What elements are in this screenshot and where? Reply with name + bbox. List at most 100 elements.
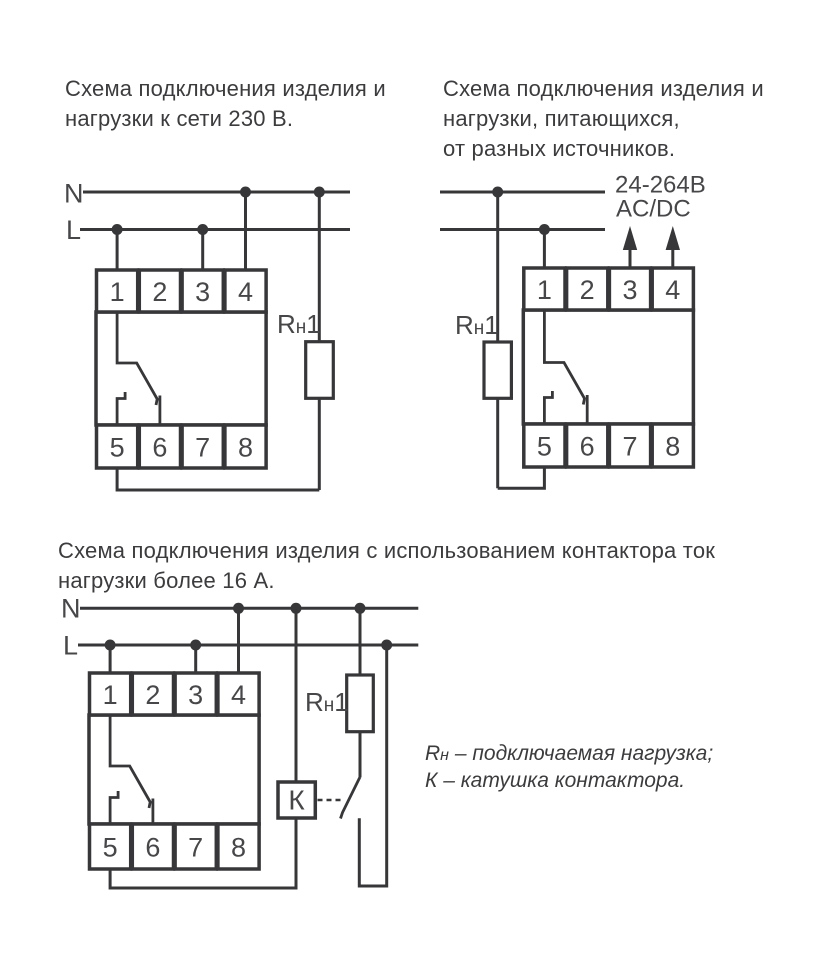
- d1-contact-t5-hook: [115, 392, 127, 425]
- junction-dot: [197, 224, 209, 235]
- diagram3-schematic: [78, 602, 419, 890]
- up-arrow-icon: [665, 226, 680, 250]
- diagram3-title-line1: Схема подключения изделия с использовани…: [58, 538, 716, 563]
- d3-relay-contact: [108, 715, 155, 824]
- d2-terminal-5-number: 5: [537, 432, 552, 462]
- legend-rn-rest: – подключаемая нагрузка;: [448, 742, 714, 765]
- d2-contact-t5-hook: [543, 391, 554, 424]
- d1-terminal-8: [223, 423, 268, 470]
- diagram1-labels: N L 1 2 3 4 5 6 7 8 Rн1: [64, 179, 321, 463]
- d3-terminal-8-number: 8: [231, 833, 246, 863]
- d3-contact-blade: [108, 715, 152, 809]
- d3-terminal-2-number: 2: [145, 680, 160, 710]
- diagram2-title: Схема подключения изделия и нагрузки, пи…: [443, 74, 764, 164]
- d2-terminal-8: [650, 422, 696, 469]
- d1-terminal-8-number: 8: [238, 433, 253, 463]
- d3-terminal-5: [87, 822, 133, 871]
- d3-phase-label: L: [63, 631, 78, 661]
- d2-terminal-6: [564, 422, 610, 469]
- d2-terminal-8-number: 8: [665, 432, 680, 462]
- d3-terminal-3-number: 3: [188, 680, 203, 710]
- d1-junctions: [111, 186, 325, 235]
- d3-terminal-1-number: 1: [103, 680, 118, 710]
- d3-wire-coil-return: [108, 818, 298, 890]
- d2-terminal-3-number: 3: [622, 275, 637, 305]
- d3-neutral-label: N: [61, 594, 81, 624]
- legend-rn-main: R: [425, 742, 441, 765]
- d2-supply-voltage-label: 24-264В: [615, 172, 706, 199]
- d3-contactor-coil-box: [276, 780, 318, 820]
- d1-terminal-7-number: 7: [195, 433, 210, 463]
- d3-contactor-coil-letter: К: [288, 785, 305, 816]
- d2-terminal-1-number: 1: [537, 275, 552, 305]
- junction-dot: [492, 186, 504, 198]
- d1-terminal-6-number: 6: [152, 433, 167, 463]
- d2-relay-contact: [543, 310, 589, 424]
- d1-terminal-6: [137, 423, 183, 470]
- d2-contact-blade: [543, 310, 586, 405]
- d3-terminal-5-number: 5: [103, 833, 118, 863]
- d2-terminal-4: [650, 266, 696, 312]
- d3-terminal-4: [216, 671, 261, 717]
- d1-terminal-3-number: 3: [195, 277, 210, 307]
- diagram3-title: Схема подключения изделия с использовани…: [58, 536, 715, 596]
- d1-terminal-5-number: 5: [110, 433, 125, 463]
- d3-relay-body: [87, 713, 261, 826]
- diagram2-title-line2: нагрузки, питающихся,: [443, 106, 680, 131]
- d1-relay-box: [94, 268, 268, 470]
- up-arrow-icon: [622, 226, 638, 250]
- d3-terminal-4-number: 4: [231, 680, 246, 710]
- d3-terminal-6-number: 6: [145, 833, 160, 863]
- junction-dot: [190, 639, 202, 651]
- legend-rn-sub: н: [440, 747, 449, 764]
- diagram3-labels: N L 1 2 3 4 5 6 7 8 Rн1 К: [61, 594, 349, 863]
- d1-relay-contact: [115, 312, 162, 425]
- d3-contact-t5-hook: [108, 791, 120, 824]
- d2-load-resistor: [482, 340, 513, 400]
- d2-terminal-2-number: 2: [580, 275, 595, 305]
- d2-relay-box: [521, 266, 696, 469]
- d1-load-resistor: [304, 340, 335, 400]
- d1-neutral-label: N: [64, 179, 84, 209]
- diagram2-title-line1: Схема подключения изделия и: [443, 76, 764, 101]
- diagram2-schematic: [440, 186, 696, 490]
- d1-terminal-4-number: 4: [238, 277, 253, 307]
- d2-junctions: [492, 186, 550, 235]
- d3-terminal-7-number: 7: [188, 833, 203, 863]
- diagram2-labels: 24-264В AC/DC 1 2 3 4 5 6 7 8 Rн1: [455, 172, 706, 462]
- d1-terminal-1-number: 1: [110, 277, 125, 307]
- d2-load-label: Rн1: [455, 310, 499, 340]
- junction-dot: [381, 639, 393, 651]
- diagram2-title-line3: от разных источников.: [443, 136, 676, 161]
- junction-dot: [290, 602, 302, 614]
- diagram3-title-line2: нагрузки более 16 А.: [58, 568, 275, 593]
- diagram1-title: Схема подключения изделия и нагрузки к с…: [65, 74, 386, 134]
- d1-terminal-4: [223, 268, 268, 314]
- d3-load-label: Rн1: [305, 687, 349, 717]
- d1-terminal-5: [94, 423, 140, 470]
- d1-phase-label: L: [66, 215, 81, 245]
- junction-dot: [538, 224, 550, 235]
- d3-terminal-7: [173, 822, 219, 871]
- d3-junctions: [104, 602, 393, 651]
- legend-line2: К – катушка контактора.: [425, 769, 686, 792]
- legend: Rн – подключаемая нагрузка; К – катушка …: [425, 741, 713, 793]
- diagram1-title-line1: Схема подключения изделия и: [65, 76, 386, 101]
- junction-dot: [233, 602, 244, 614]
- junction-dot: [240, 186, 251, 198]
- junction-dot: [313, 186, 325, 198]
- d2-supply-type-label: AC/DC: [616, 196, 691, 223]
- diagram1-schematic: [80, 186, 350, 492]
- d2-terminal-6-number: 6: [580, 432, 595, 462]
- d2-relay-body: [521, 308, 696, 426]
- d1-relay-body: [94, 310, 268, 427]
- d3-wire-contact-return: [357, 645, 389, 888]
- legend-line1: Rн – подключаемая нагрузка;: [425, 741, 713, 768]
- d3-load-resistor: [345, 673, 375, 734]
- d1-terminal-2-number: 2: [152, 277, 167, 307]
- d2-wire-t5-return: [497, 467, 546, 490]
- d2-terminal-4-number: 4: [665, 275, 680, 305]
- d2-terminal-7: [607, 422, 653, 469]
- junction-dot: [354, 602, 366, 614]
- junction-dot: [111, 224, 123, 235]
